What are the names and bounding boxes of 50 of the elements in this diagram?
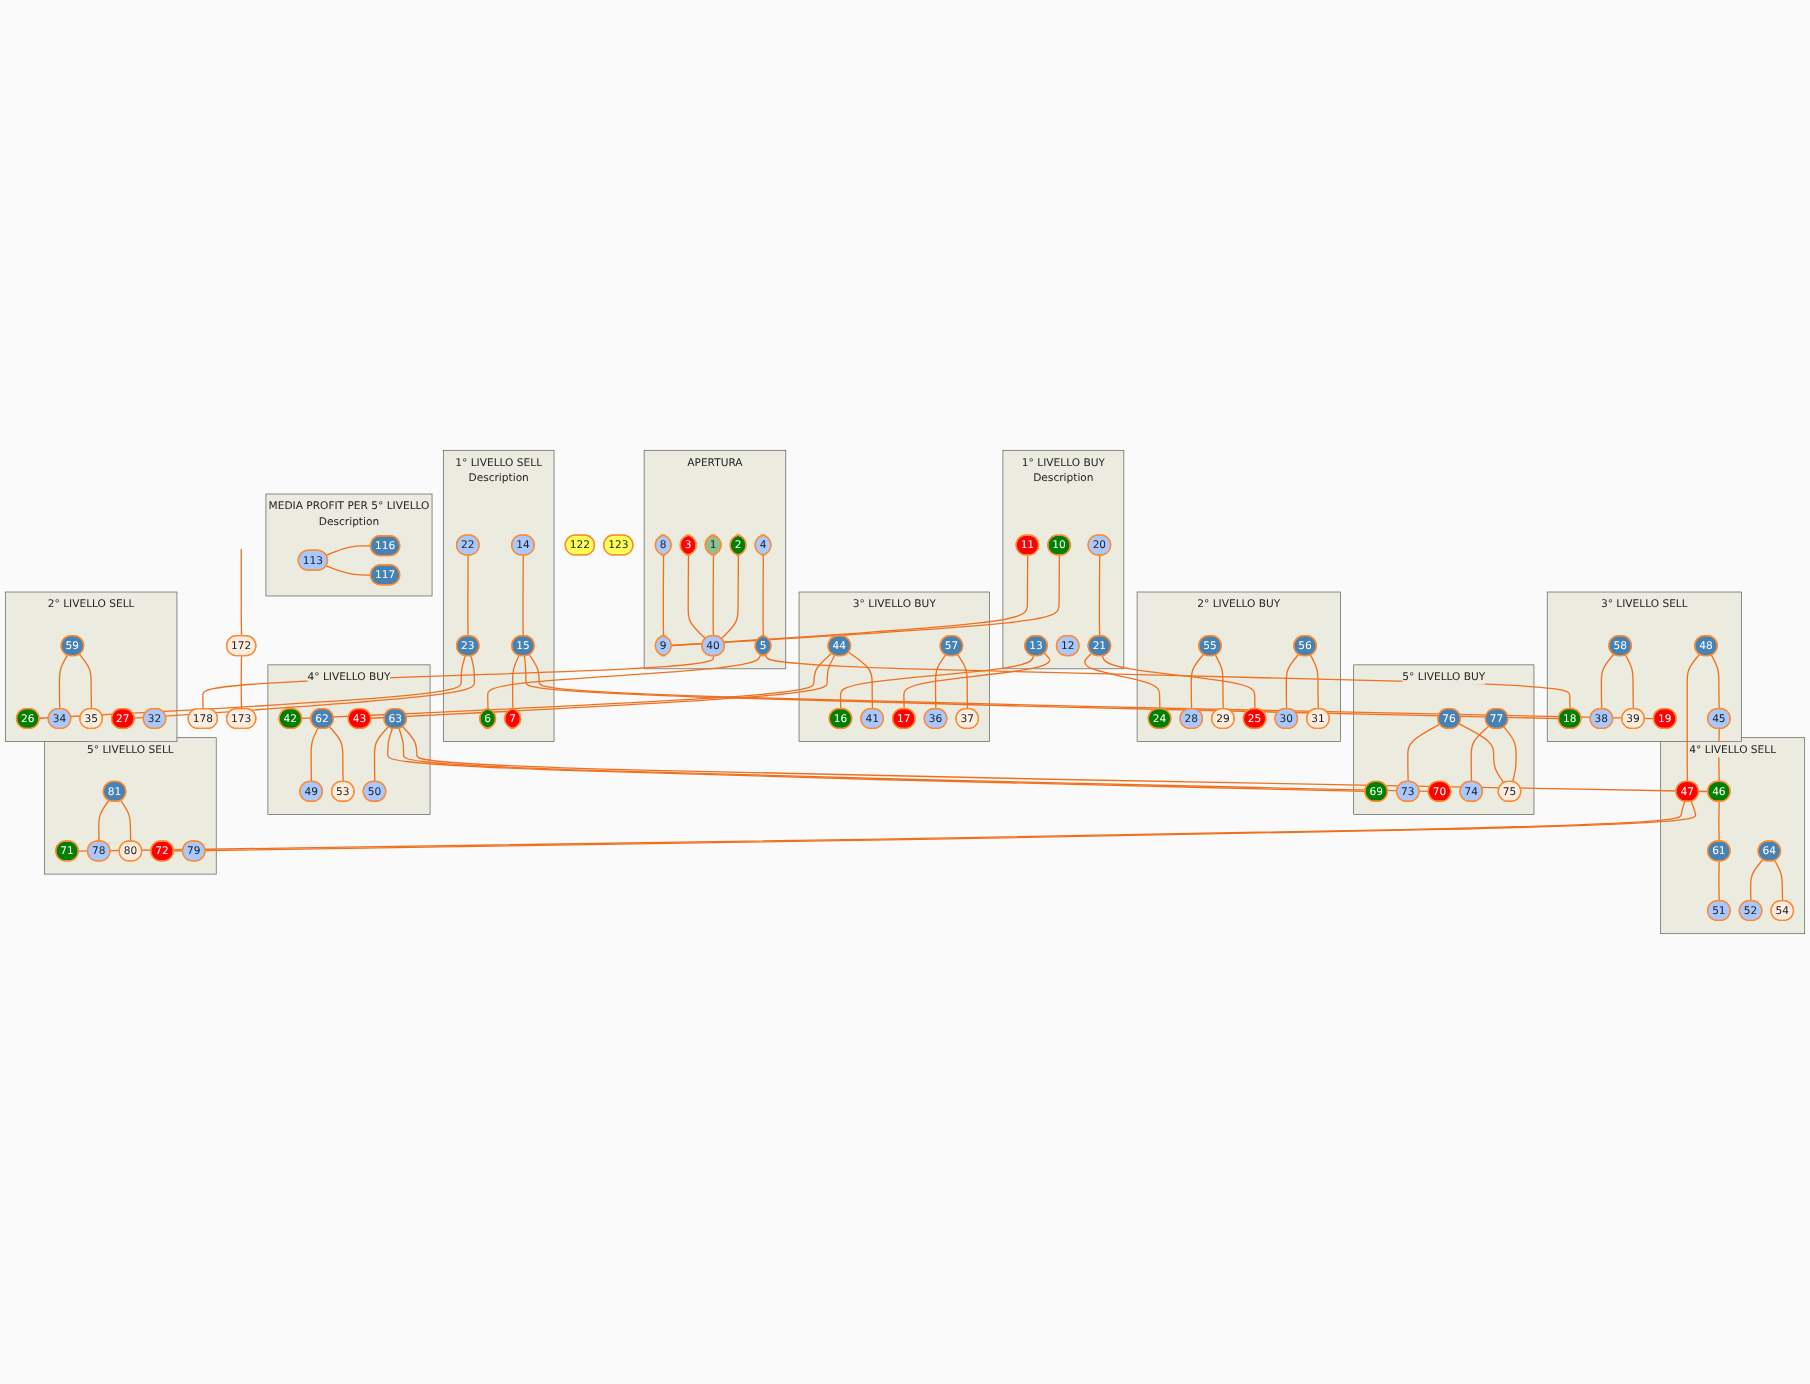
connector <box>720 554 740 640</box>
connector <box>1710 654 1720 710</box>
connector <box>1749 858 1764 902</box>
connector <box>903 652 1051 710</box>
connector <box>1098 554 1101 637</box>
connector <box>1624 654 1635 710</box>
connector <box>1190 653 1205 710</box>
connector <box>1718 800 1720 842</box>
connector <box>133 655 476 719</box>
connector <box>687 554 707 640</box>
connector <box>1774 859 1784 902</box>
connector <box>712 554 715 637</box>
connector <box>467 554 469 637</box>
connector <box>310 727 319 783</box>
connector <box>78 653 93 710</box>
connector <box>1503 726 1517 783</box>
connector <box>765 654 1571 710</box>
connector <box>1285 653 1300 710</box>
connector <box>662 554 665 637</box>
connector <box>58 654 69 710</box>
connector <box>762 554 764 637</box>
connector <box>487 653 762 710</box>
connector <box>325 565 372 576</box>
connector <box>1084 652 1161 710</box>
connector <box>1309 654 1319 710</box>
connector <box>1470 725 1490 783</box>
connector <box>98 799 110 842</box>
connector <box>328 726 344 783</box>
connector <box>120 799 132 842</box>
connector <box>38 655 466 719</box>
connector <box>1718 860 1720 902</box>
connector <box>522 554 524 637</box>
connector <box>325 545 372 556</box>
connector <box>511 654 520 710</box>
connector <box>402 726 1709 793</box>
connector <box>301 652 833 719</box>
connector <box>957 654 969 710</box>
connector <box>1686 653 1701 783</box>
connector <box>1407 723 1441 783</box>
connector <box>1101 655 1256 710</box>
connector <box>370 654 836 719</box>
connector <box>240 655 243 710</box>
connector <box>1600 653 1615 710</box>
connector <box>839 655 1035 710</box>
connector <box>373 726 390 783</box>
connector <box>1214 654 1224 710</box>
connector <box>847 651 874 710</box>
connector <box>934 654 947 710</box>
connector <box>240 548 243 637</box>
connector <box>1458 723 1505 784</box>
